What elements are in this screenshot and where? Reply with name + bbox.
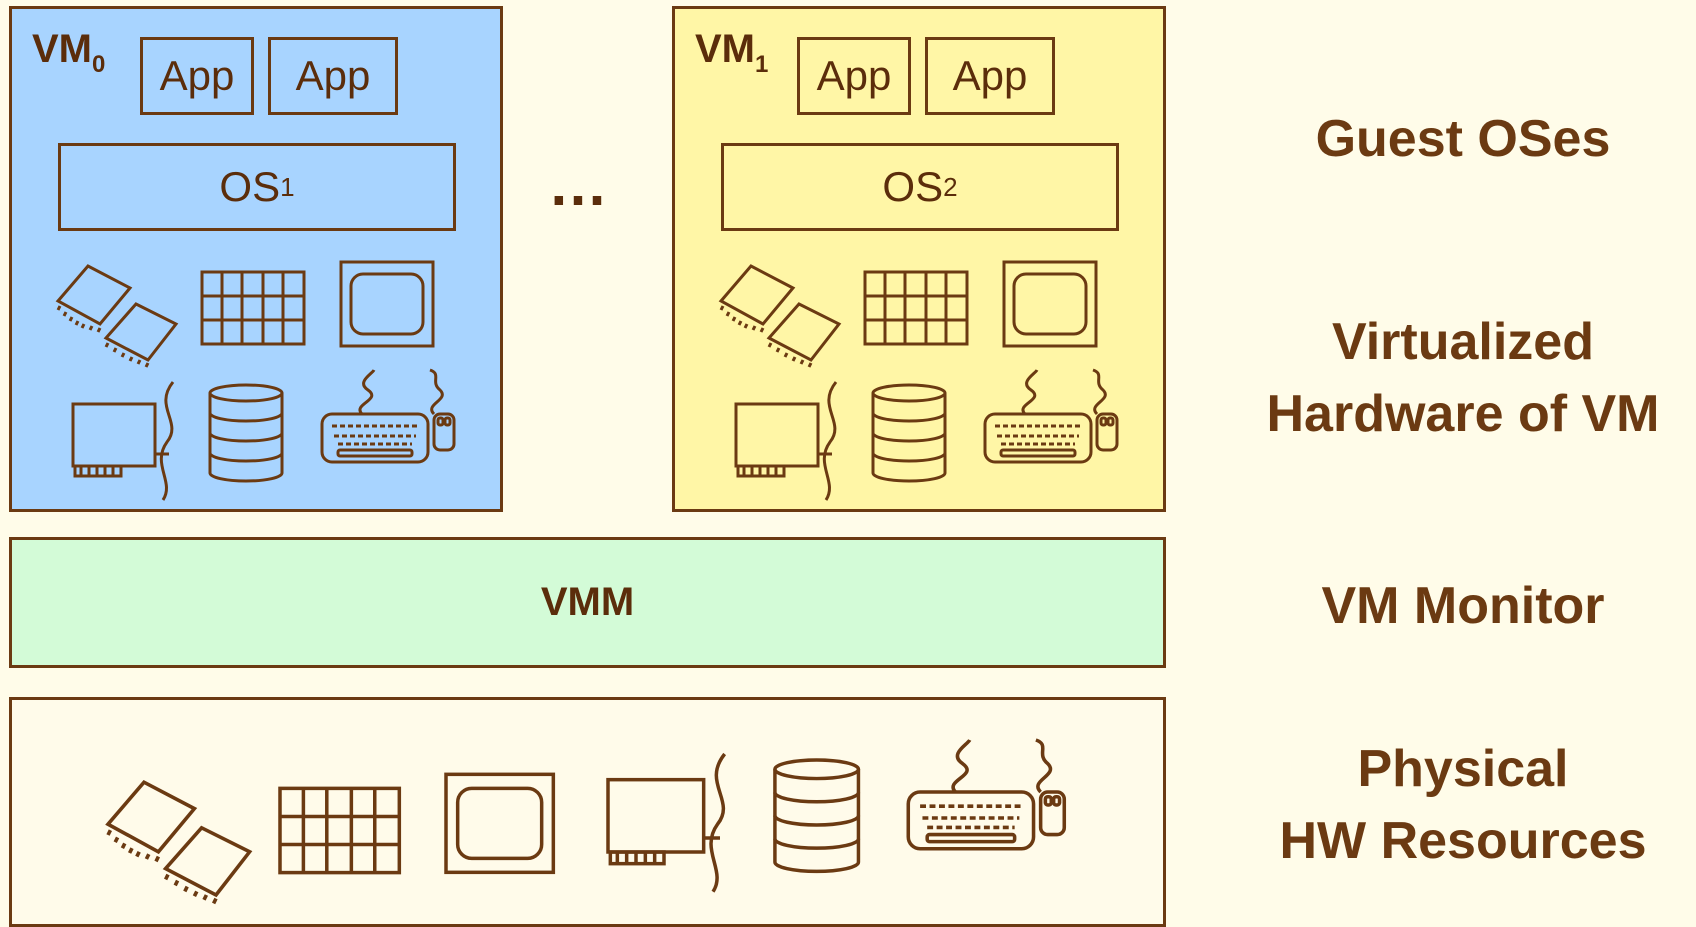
memory-grid-icon (200, 270, 306, 346)
memory-grid-icon (278, 786, 402, 875)
cpu-chips-icon (719, 264, 841, 369)
memory-grid-icon (863, 270, 969, 346)
monitor-icon (444, 772, 556, 875)
vm0-app-1: App (140, 37, 254, 115)
vm1-app-1: App (797, 37, 911, 115)
disk-stack-icon (871, 383, 947, 483)
monitor-icon (339, 260, 435, 348)
cpu-chips-icon (56, 264, 178, 369)
monitor-icon (1002, 260, 1098, 348)
cpu-chips-icon (106, 780, 252, 906)
vm0-label: VM0 (32, 27, 106, 78)
network-card-icon (606, 752, 727, 894)
label-vm-monitor: VM Monitor (1321, 577, 1605, 635)
keyboard-mouse-icon (320, 368, 456, 464)
vm1-label: VM1 (695, 27, 769, 78)
keyboard-mouse-icon (983, 368, 1119, 464)
vmm-label: VMM (540, 580, 635, 624)
disk-stack-icon (773, 758, 861, 874)
vmm-box: VMM (9, 537, 1166, 668)
disk-stack-icon (208, 383, 284, 483)
network-card-icon (734, 380, 838, 502)
vm0-app-2: App (268, 37, 398, 115)
network-card-icon (71, 380, 175, 502)
label-guest-oses: Guest OSes (1315, 110, 1611, 168)
ellipsis: … (548, 151, 614, 218)
keyboard-mouse-icon (906, 738, 1067, 851)
vm1-app-2: App (925, 37, 1055, 115)
